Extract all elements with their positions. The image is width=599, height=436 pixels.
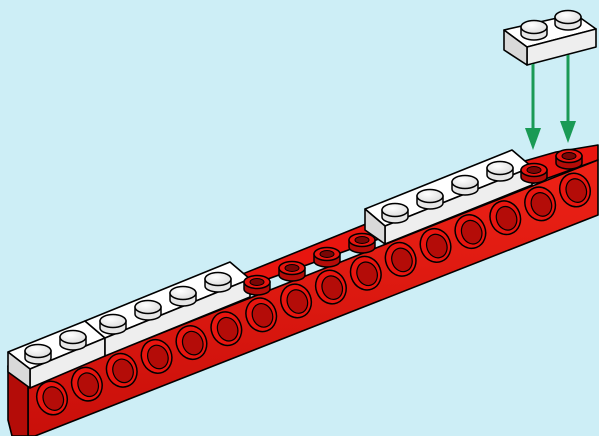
white-stud [554, 9, 582, 31]
arrow-down-icon [560, 55, 576, 143]
red-stud [555, 148, 583, 170]
beam-hole [70, 366, 103, 402]
white-stud [520, 19, 548, 41]
beam-hole [489, 200, 522, 236]
studs [24, 148, 583, 365]
beam-hole [419, 227, 452, 263]
beam-hole [349, 255, 382, 291]
arrow-down-icon [525, 64, 541, 150]
beam-front-face [27, 159, 599, 436]
beam-hole [558, 172, 592, 208]
white-stud [24, 343, 52, 365]
beam-hole [454, 214, 487, 250]
beam-hole [280, 283, 313, 319]
beam-hole [105, 352, 138, 388]
loose-plate-studs [520, 9, 582, 41]
beam-hole [524, 186, 557, 222]
white-stud [134, 299, 162, 321]
white-stud [451, 174, 479, 196]
red-stud [348, 232, 376, 254]
beam-hole [175, 325, 208, 361]
white-stud [99, 313, 127, 335]
white-stud [169, 285, 197, 307]
beam-hole [35, 380, 69, 416]
beam-hole [140, 338, 173, 374]
red-stud [278, 260, 306, 282]
white-stud [204, 271, 232, 293]
beam-holes [35, 172, 592, 416]
white-stud [486, 160, 514, 182]
red-stud [520, 162, 548, 184]
beam-hole [314, 269, 347, 305]
beam-hole [245, 297, 278, 333]
beam-hole [210, 311, 243, 347]
white-stud [59, 329, 87, 351]
red-stud [313, 246, 341, 268]
white-stud [381, 202, 409, 224]
white-stud [416, 188, 444, 210]
beam-hole [384, 241, 417, 277]
red-stud [243, 274, 271, 296]
loose-white-plate-2 [503, 13, 597, 66]
